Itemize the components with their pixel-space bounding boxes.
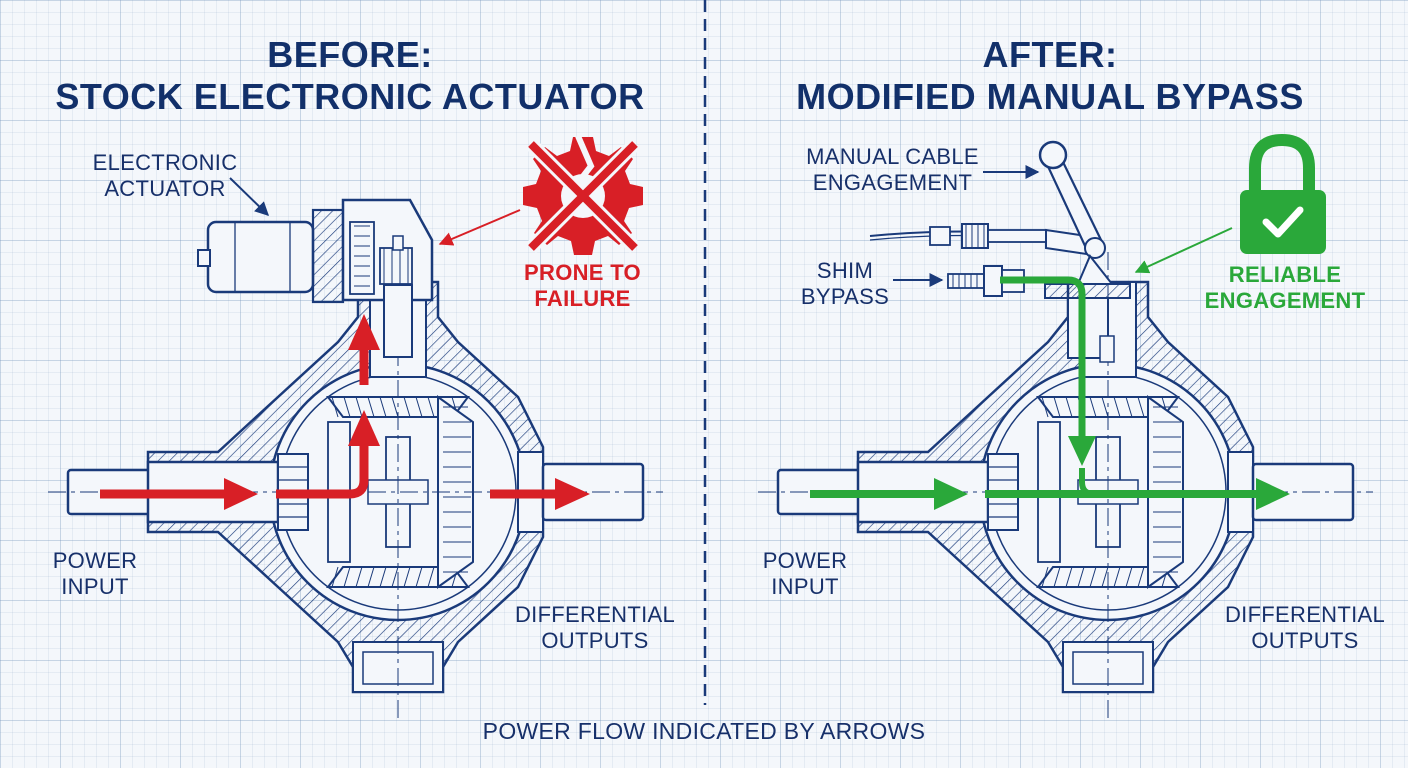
prone-to-failure-line1: PRONE TO [524,260,641,285]
before-differential-outputs-label: DIFFERENTIAL OUTPUTS [505,602,685,654]
before-power-flow-arrows [100,314,590,510]
after-title: AFTER: MODIFIED MANUAL BYPASS [750,34,1350,118]
before-power-input-line1: POWER [52,548,138,573]
actuator-callout-arrow [229,177,270,216]
broken-gear-icon [523,134,643,255]
manual-cable-lever-drawing [869,140,1131,363]
before-differential-outputs-line2: OUTPUTS [541,628,649,653]
failure-callout-arrow [438,209,521,246]
after-differential-outputs-label: DIFFERENTIAL OUTPUTS [1215,602,1395,654]
before-title-line2: STOCK ELECTRONIC ACTUATOR [55,76,645,117]
after-differential-outputs-line2: OUTPUTS [1251,628,1359,653]
electronic-actuator-label-line1: ELECTRONIC [92,150,238,175]
prone-to-failure-label: PRONE TO FAILURE [515,260,650,312]
before-differential-outputs-line1: DIFFERENTIAL [514,602,676,627]
after-power-input-line2: INPUT [771,574,839,599]
before-title: BEFORE: STOCK ELECTRONIC ACTUATOR [40,34,660,118]
after-title-line2: MODIFIED MANUAL BYPASS [796,76,1304,117]
manual-cable-label-line2: ENGAGEMENT [812,170,973,195]
padlock-check-icon [1240,133,1326,254]
electronic-actuator-label-line2: ACTUATOR [104,176,226,201]
before-power-input-label: POWER INPUT [40,548,150,600]
power-flow-footer: POWER FLOW INDICATED BY ARROWS [482,718,926,744]
reliable-engagement-line2: ENGAGEMENT [1204,288,1366,313]
before-title-line1: BEFORE: [267,34,433,75]
prone-to-failure-line2: FAILURE [534,286,631,311]
before-power-input-line2: INPUT [61,574,129,599]
shim-bypass-label-line1: SHIM [816,258,874,283]
reliable-callout-arrow [1134,227,1233,274]
reliable-engagement-line1: RELIABLE [1228,262,1342,287]
reliable-engagement-label: RELIABLE ENGAGEMENT [1200,262,1370,314]
after-differential-outputs-line1: DIFFERENTIAL [1224,602,1386,627]
after-power-flow-arrows [810,276,1290,510]
shim-bypass-drawing [947,265,1025,297]
manual-cable-engagement-label: MANUAL CABLE ENGAGEMENT [795,144,990,196]
after-power-input-label: POWER INPUT [750,548,860,600]
manual-cable-label-line1: MANUAL CABLE [806,144,979,169]
electronic-actuator-label: ELECTRONIC ACTUATOR [80,150,250,202]
shim-bypass-label: SHIM BYPASS [790,258,900,310]
after-title-line1: AFTER: [982,34,1118,75]
after-power-input-line1: POWER [762,548,848,573]
shim-bypass-label-line2: BYPASS [800,284,890,309]
electronic-actuator-drawing [197,198,434,358]
